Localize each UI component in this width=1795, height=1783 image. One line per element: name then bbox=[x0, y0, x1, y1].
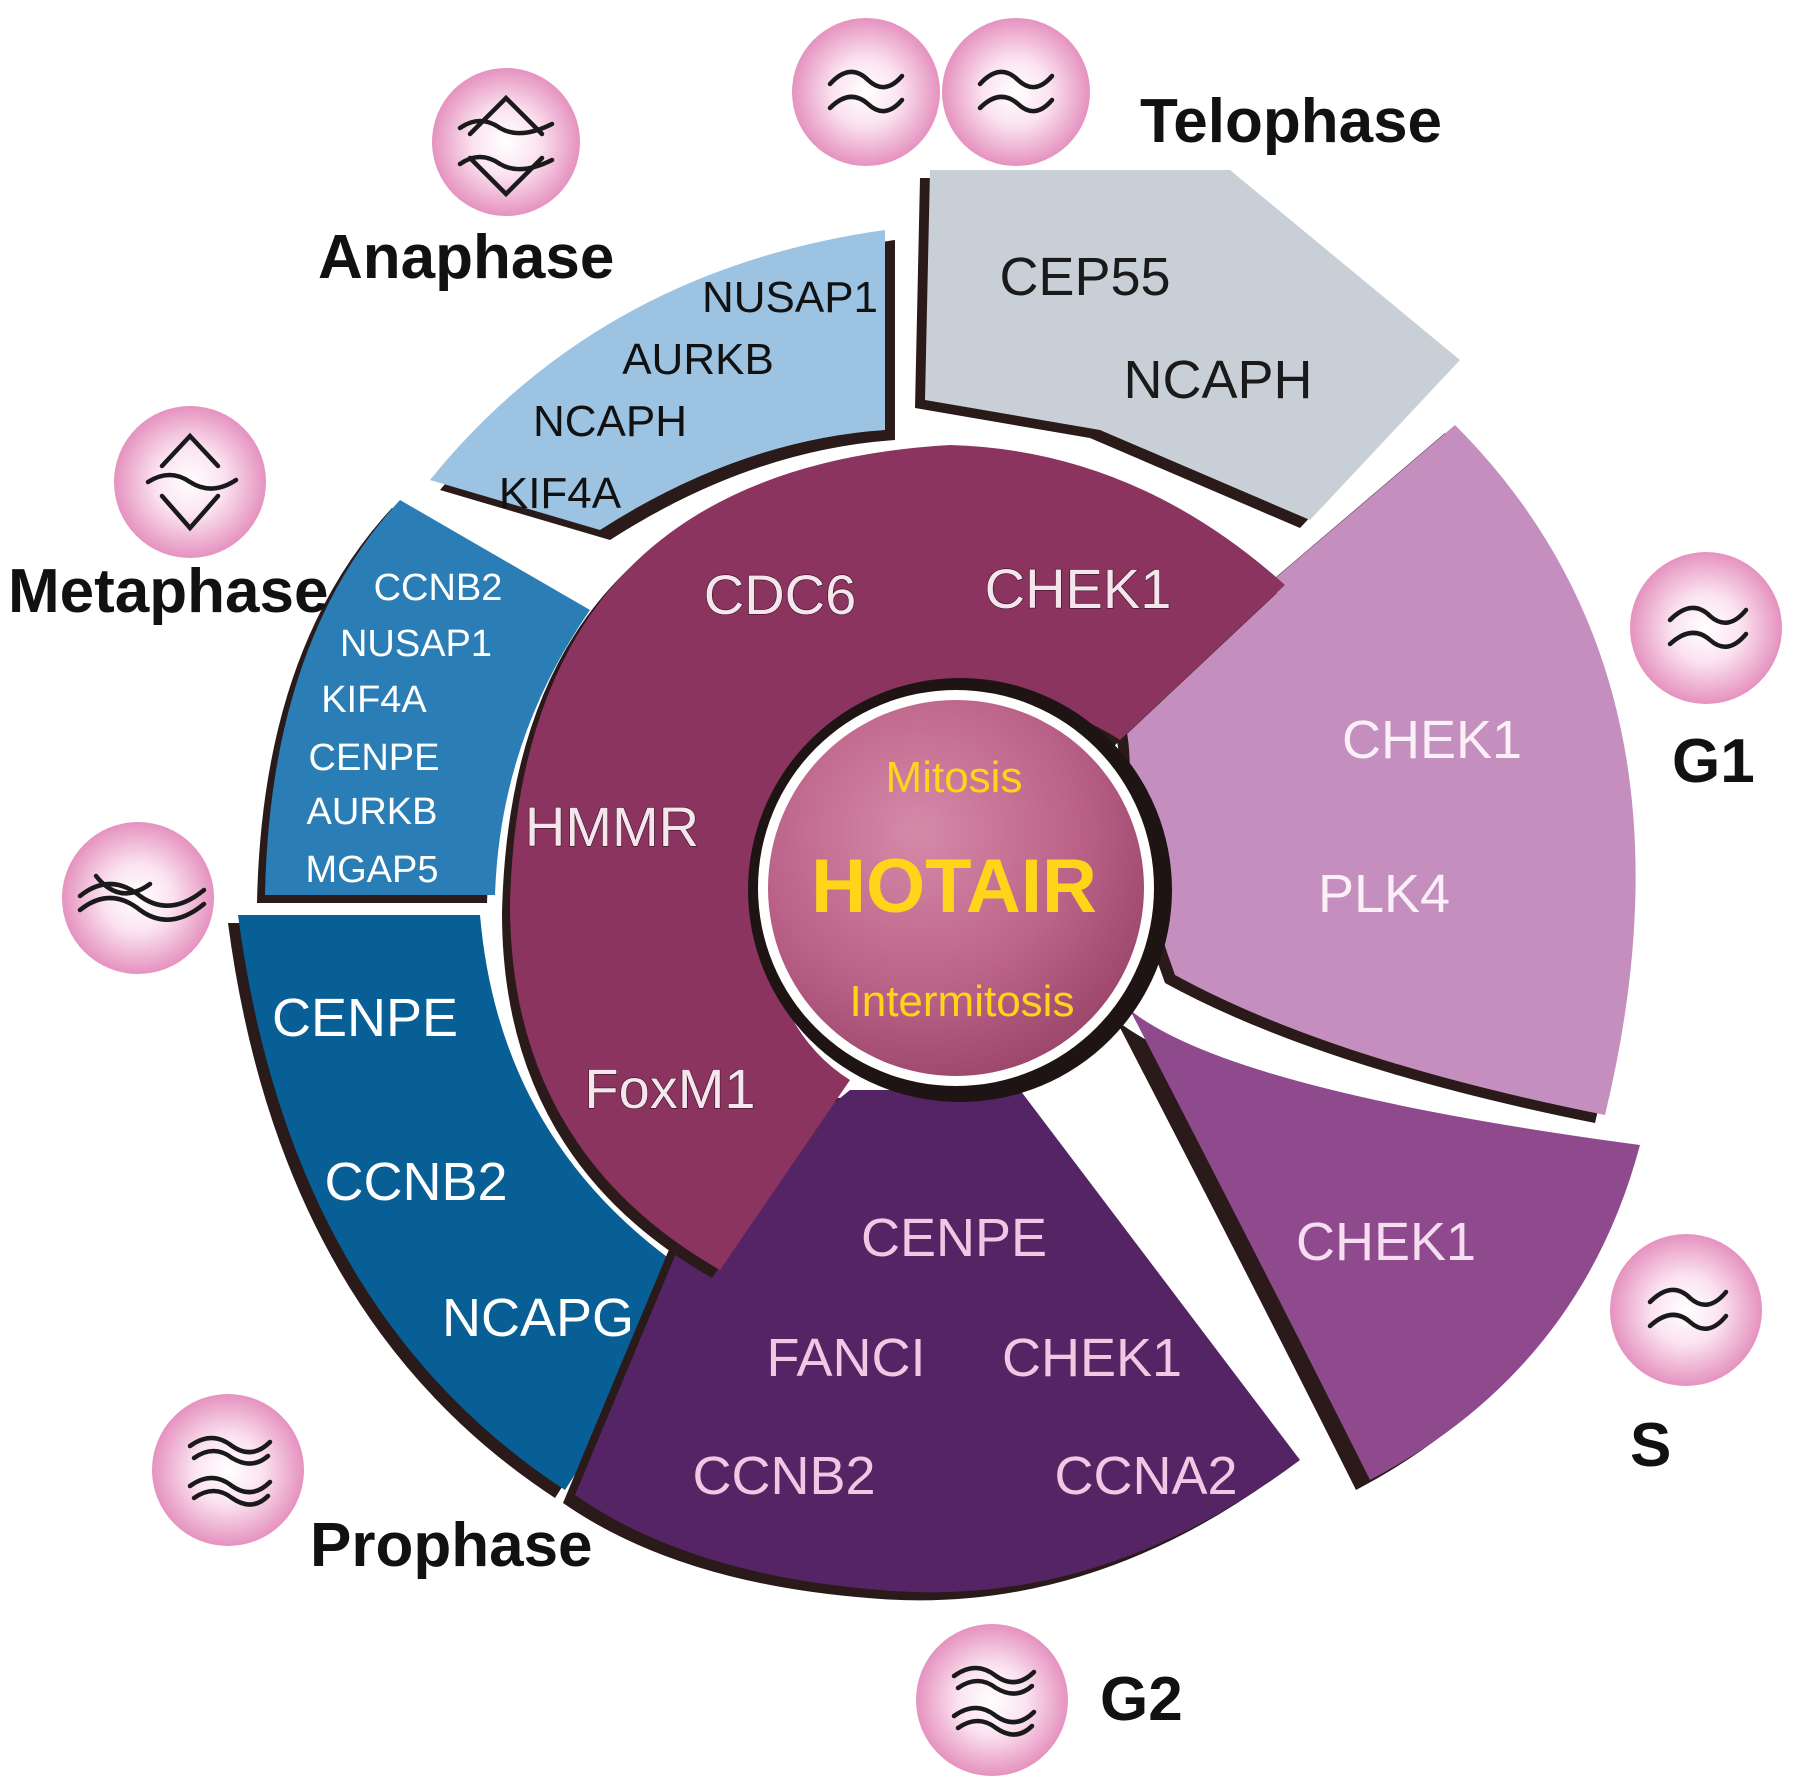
phase-label-anaphase: Anaphase bbox=[318, 223, 614, 292]
metaphase-gene-1: CCNB2 bbox=[374, 567, 503, 609]
g1-gene-2: PLK4 bbox=[1318, 864, 1450, 924]
phase-label-metaphase: Metaphase bbox=[8, 557, 328, 626]
inner-ring-band bbox=[510, 445, 1285, 1270]
metaphase-gene-5: AURKB bbox=[307, 791, 438, 833]
prophase-gene-2: CCNB2 bbox=[324, 1152, 507, 1212]
metaphase-block bbox=[265, 500, 590, 895]
s-segment bbox=[1116, 1010, 1640, 1490]
prophase-cell-icon bbox=[152, 1394, 304, 1546]
phase-label-s: S bbox=[1630, 1411, 1671, 1480]
s-gene-1: CHEK1 bbox=[1296, 1212, 1476, 1272]
g2-gene-4: CCNB2 bbox=[692, 1446, 875, 1506]
inner-gene-foxm1: FoxM1 bbox=[584, 1057, 755, 1120]
metaphase-gene-3: KIF4A bbox=[321, 679, 427, 721]
inner-gene-chek1: CHEK1 bbox=[985, 557, 1172, 620]
anaphase-block bbox=[430, 230, 885, 530]
telophase-gene-1: CEP55 bbox=[999, 247, 1170, 307]
center-circle bbox=[768, 700, 1144, 1076]
center-main-label: HOTAIR bbox=[811, 844, 1097, 929]
g1-cell-icon bbox=[1630, 552, 1782, 704]
center-top-label: Mitosis bbox=[886, 753, 1023, 802]
phase-label-telophase: Telophase bbox=[1140, 87, 1442, 156]
s-cell-icon bbox=[1610, 1234, 1762, 1386]
metaphase-segment bbox=[257, 500, 590, 903]
g2-gene-3: CHEK1 bbox=[1002, 1328, 1182, 1388]
g1-gene-1: CHEK1 bbox=[1342, 710, 1522, 770]
inner-ring bbox=[502, 445, 1285, 1278]
prophase-gene-1: CENPE bbox=[272, 988, 458, 1048]
phase-label-g2: G2 bbox=[1100, 1665, 1183, 1734]
center-hub: Mitosis HOTAIR Intermitosis bbox=[748, 678, 1172, 1102]
metaphase-gene-6: MGAP5 bbox=[305, 849, 438, 891]
anaphase-gene-1: NUSAP1 bbox=[702, 273, 878, 322]
g1-segment bbox=[1100, 425, 1636, 1123]
g2-gene-1: CENPE bbox=[861, 1208, 1047, 1268]
telophase-segment bbox=[915, 170, 1460, 528]
metaphase-cell-icon bbox=[114, 406, 266, 558]
anaphase-cell-icon bbox=[432, 68, 580, 216]
g1-block bbox=[1110, 425, 1636, 1115]
phase-label-prophase: Prophase bbox=[310, 1511, 593, 1580]
inner-gene-hmmr: HMMR bbox=[525, 795, 699, 858]
anaphase-gene-3: NCAPH bbox=[533, 397, 687, 446]
s-block bbox=[1130, 1010, 1640, 1480]
g2-gene-5: CCNA2 bbox=[1054, 1446, 1237, 1506]
metaphase-gene-2: NUSAP1 bbox=[340, 623, 492, 665]
telophase-block bbox=[925, 170, 1460, 520]
telophase-cell-icon-left bbox=[792, 18, 940, 166]
prometaphase-cell-icon bbox=[62, 822, 214, 974]
anaphase-gene-2: AURKB bbox=[622, 335, 774, 384]
anaphase-gene-4: KIF4A bbox=[499, 469, 622, 518]
phase-label-g1: G1 bbox=[1672, 727, 1755, 796]
telophase-gene-2: NCAPH bbox=[1123, 350, 1312, 410]
g2-cell-icon bbox=[916, 1624, 1068, 1776]
anaphase-segment bbox=[430, 230, 895, 540]
prophase-gene-3: NCAPG bbox=[442, 1288, 634, 1348]
metaphase-gene-4: CENPE bbox=[309, 737, 440, 779]
center-bottom-label: Intermitosis bbox=[850, 977, 1075, 1026]
telophase-cell-icon-right bbox=[942, 18, 1090, 166]
prophase-block bbox=[238, 915, 700, 1490]
g2-gene-2: FANCI bbox=[766, 1328, 925, 1388]
inner-gene-cdc6: CDC6 bbox=[704, 563, 856, 626]
prophase-segment bbox=[228, 915, 700, 1498]
